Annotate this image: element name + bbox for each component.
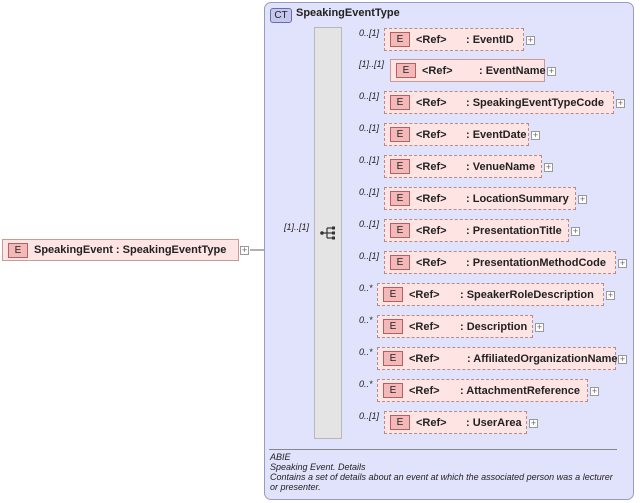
element-ref: <Ref> (416, 128, 447, 141)
child-cardinality: 0..[1] (359, 186, 380, 197)
child-element[interactable]: E <Ref> : SpeakerRoleDescription (377, 283, 604, 306)
element-badge: E (390, 415, 410, 430)
child-element[interactable]: E <Ref> : PresentationTitle (384, 219, 569, 242)
element-ref: <Ref> (422, 64, 453, 77)
doc-kind: ABIE (270, 452, 291, 462)
element-ref: <Ref> (409, 384, 440, 397)
expand-toggle-icon[interactable]: + (240, 245, 249, 255)
element-name: : AttachmentReference (460, 384, 581, 397)
child-cardinality: 0..* (359, 378, 373, 389)
child-cardinality: 0..[1] (359, 250, 380, 261)
element-ref: <Ref> (409, 288, 440, 301)
child-element[interactable]: E <Ref> : UserArea (384, 411, 527, 434)
element-ref: <Ref> (416, 160, 447, 173)
element-name: : EventName (479, 64, 546, 77)
element-name: : SpeakerRoleDescription (460, 288, 594, 301)
child-cardinality: 0..* (359, 314, 373, 325)
element-badge: E (383, 383, 403, 398)
element-badge: E (383, 287, 403, 302)
element-name: : PresentationMethodCode (466, 256, 606, 269)
expand-toggle-icon[interactable]: + (606, 289, 615, 300)
element-badge: E (390, 32, 410, 47)
doc-definition-cont: or presenter. (270, 482, 321, 492)
expand-toggle-icon[interactable]: + (616, 97, 625, 108)
expand-toggle-icon[interactable]: + (535, 321, 544, 332)
child-element[interactable]: E <Ref> : PresentationMethodCode (384, 251, 616, 274)
element-badge: E (390, 159, 410, 174)
child-element[interactable]: E <Ref> : AttachmentReference (377, 379, 588, 402)
element-name: : UserArea (466, 416, 522, 429)
child-cardinality: 0..[1] (359, 410, 380, 421)
element-name: : Description (460, 320, 528, 333)
element-badge: E (383, 319, 403, 334)
element-name: : EventID (466, 33, 514, 46)
child-cardinality: 0..[1] (359, 27, 380, 38)
element-ref: <Ref> (416, 416, 447, 429)
element-badge: E (390, 191, 410, 206)
expand-toggle-icon[interactable]: + (526, 34, 535, 45)
element-name: : PresentationTitle (466, 224, 562, 237)
complex-type-name: SpeakingEventType (296, 7, 400, 19)
element-name: : SpeakingEventTypeCode (466, 96, 604, 109)
documentation-divider (269, 449, 617, 450)
expand-toggle-icon[interactable]: + (618, 257, 627, 268)
expand-toggle-icon[interactable]: + (578, 193, 587, 204)
element-badge: E (390, 95, 410, 110)
element-badge: E (383, 351, 403, 366)
expand-toggle-icon[interactable]: + (544, 161, 553, 172)
child-element[interactable]: E <Ref> : LocationSummary (384, 187, 576, 210)
expand-toggle-icon[interactable]: + (590, 385, 599, 396)
element-ref: <Ref> (416, 96, 447, 109)
root-element[interactable]: E SpeakingEvent : SpeakingEventType (2, 239, 239, 261)
element-ref: <Ref> (409, 352, 440, 365)
child-element[interactable]: E <Ref> : Description (377, 315, 533, 338)
expand-toggle-icon[interactable]: + (571, 225, 580, 236)
element-badge: E (390, 223, 410, 238)
expand-toggle-icon[interactable]: + (529, 417, 538, 428)
child-element[interactable]: E <Ref> : EventName (390, 59, 546, 82)
child-element[interactable]: E <Ref> : EventID (384, 28, 524, 51)
element-ref: <Ref> (416, 192, 447, 205)
element-badge: E (8, 242, 28, 258)
element-ref: <Ref> (409, 320, 440, 333)
child-element[interactable]: E <Ref> : VenueName (384, 155, 542, 178)
root-element-label: SpeakingEvent : SpeakingEventType (34, 244, 227, 256)
child-cardinality: [1]..[1] (359, 58, 385, 69)
expand-toggle-icon[interactable]: + (547, 65, 556, 76)
complex-type-badge: CT (270, 8, 292, 23)
child-cardinality: 0..* (359, 346, 373, 357)
doc-definition: Contains a set of details about an event… (270, 472, 613, 482)
child-cardinality: 0..[1] (359, 90, 380, 101)
element-ref: <Ref> (416, 33, 447, 46)
root-cardinality: [1]..[1] (284, 222, 310, 232)
expand-toggle-icon[interactable]: + (531, 129, 540, 140)
child-element[interactable]: E <Ref> : AffiliatedOrganizationName (377, 347, 618, 370)
doc-den: Speaking Event. Details (270, 462, 366, 472)
element-name: : AffiliatedOrganizationName (467, 352, 618, 365)
expand-toggle-icon[interactable]: + (618, 353, 627, 364)
element-badge: E (396, 63, 416, 78)
element-name: : VenueName (466, 160, 536, 173)
child-element[interactable]: E <Ref> : SpeakingEventTypeCode (384, 91, 614, 114)
element-badge: E (390, 255, 410, 270)
child-cardinality: 0..[1] (359, 218, 380, 229)
element-name: : LocationSummary (466, 192, 569, 205)
child-cardinality: 0..* (359, 282, 373, 293)
child-element[interactable]: E <Ref> : EventDate (384, 123, 529, 146)
child-cardinality: 0..[1] (359, 154, 380, 165)
element-ref: <Ref> (416, 256, 447, 269)
sequence-icon (320, 226, 335, 240)
element-badge: E (390, 127, 410, 142)
element-ref: <Ref> (416, 224, 447, 237)
child-cardinality: 0..[1] (359, 122, 380, 133)
element-name: : EventDate (466, 128, 527, 141)
